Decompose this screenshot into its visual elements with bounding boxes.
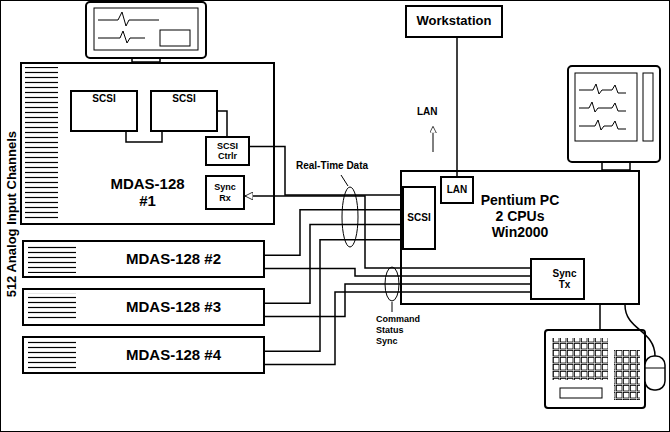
node-label: Pentium PC: [481, 192, 560, 208]
node-label: SCSI Ctrlr: [209, 141, 246, 162]
chassis-detail: [25, 67, 545, 369]
scsi-card: SCSI: [402, 186, 436, 250]
waveform: [98, 31, 145, 43]
side-label: 512 Analog Input Channels: [5, 104, 19, 324]
waveform: [579, 84, 626, 94]
screen-window: [160, 30, 190, 46]
workstation-box: Workstation: [405, 5, 503, 38]
keyboard: [545, 330, 645, 408]
cable-line: [265, 284, 530, 316]
pc-box: Pentium PC2 CPUsWin2000 SCSI LAN Sync Tx: [400, 170, 640, 305]
chassis-box: MDAS-128 #2: [22, 240, 265, 278]
node-label: MDAS-128 #2: [126, 250, 221, 267]
node-label: SCSI: [407, 212, 430, 224]
node-label: 2 CPUs: [495, 208, 544, 224]
keyboard-cable: [599, 305, 601, 330]
waveform: [579, 120, 626, 130]
cable-line: [456, 38, 458, 176]
screen-bar: [643, 73, 653, 141]
disk-box: SCSI: [70, 90, 138, 132]
bundle-label: Sync: [376, 337, 398, 347]
monitor-left: [86, 2, 206, 62]
waveform: [579, 102, 626, 112]
chassis-box: MDAS-128 #3: [22, 288, 265, 326]
sync-box: Sync Tx: [530, 258, 585, 300]
monitor-stand: [602, 162, 630, 170]
cable-line: [265, 292, 530, 364]
bundle-label: Real-Time Data: [296, 160, 368, 171]
monitor-case: [568, 66, 660, 162]
vent-grille: [25, 67, 58, 220]
node-label: MDAS-128 #1: [104, 175, 192, 210]
node-label: Win2000: [492, 224, 549, 240]
chassis-box: MDAS-128 #4: [22, 336, 265, 374]
node-label: Sync Tx: [548, 268, 581, 291]
vent-grille: [28, 245, 76, 273]
direction-arrow: [433, 127, 434, 152]
lan-card: LAN: [440, 176, 474, 204]
controller-box: SCSI Ctrlr: [205, 136, 250, 166]
node-label: LAN: [447, 184, 468, 196]
node-label: Sync Rx: [209, 182, 241, 203]
monitor-screen: [575, 73, 637, 141]
monitor-screen: [94, 8, 198, 50]
key-block: [552, 338, 608, 380]
monitor-right: [568, 66, 660, 170]
leader-line: [392, 302, 393, 312]
disk-box: SCSI: [150, 90, 218, 132]
bundle-label: Command: [376, 315, 420, 325]
key-block: [614, 350, 640, 400]
keyboard-mouse: [545, 305, 665, 408]
cable-line: [265, 210, 402, 256]
mouse-button: [645, 368, 665, 369]
mouse: [645, 356, 665, 390]
disk-cable: [218, 111, 227, 136]
bundle-label: Status: [376, 326, 404, 336]
node-label: MDAS-128 #3: [126, 298, 221, 315]
space-bar: [560, 388, 602, 398]
node-label: SCSI: [92, 93, 115, 105]
node-label: MDAS-128 #4: [126, 346, 221, 363]
vent-grille: [28, 341, 76, 369]
node-label: Workstation: [417, 14, 492, 29]
cable-line: [265, 269, 530, 277]
monitor-case: [86, 2, 206, 58]
sync-box: Sync Rx: [205, 175, 245, 210]
disk-cable: [126, 132, 162, 142]
cable-line: [250, 147, 402, 195]
chassis-box: MDAS-128 #1 SCSI SCSI SCSI CtrlrSync Rx: [20, 62, 275, 225]
vent-grille: [28, 293, 76, 321]
waveform: [98, 12, 159, 26]
edge-label: LAN: [416, 106, 439, 117]
leader-line: [341, 175, 348, 186]
node-label: SCSI: [172, 93, 195, 105]
